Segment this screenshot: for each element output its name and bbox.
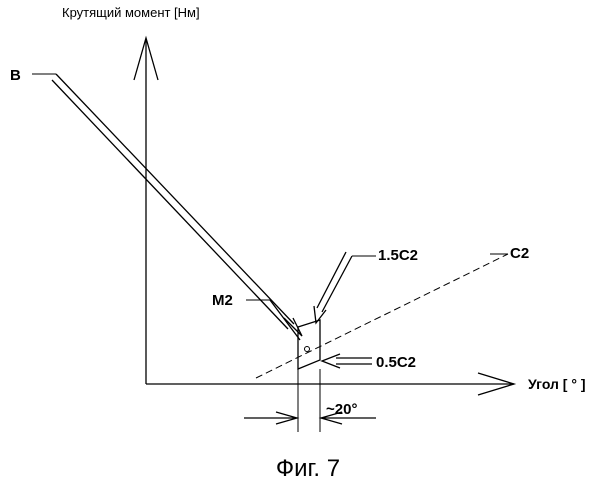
label-m2: M2 <box>212 292 233 309</box>
leader-1-5c2 <box>314 252 376 323</box>
m2-point <box>305 347 310 352</box>
label-angle-width: ~20° <box>326 401 357 418</box>
label-b: B <box>10 67 21 84</box>
leader-0-5c2-arrowhead <box>322 354 340 368</box>
x-axis <box>146 373 514 395</box>
label-c2: C2 <box>510 245 529 262</box>
leader-b <box>32 74 302 336</box>
label-0-5c2: 0.5C2 <box>376 354 416 371</box>
figure-caption: Фиг. 7 <box>276 455 340 482</box>
label-1-5c2: 1.5C2 <box>378 247 418 264</box>
leader-0-5c2 <box>322 354 372 368</box>
y-axis-label: Крутящий момент [Нм] <box>62 5 200 20</box>
tolerance-window <box>298 320 320 369</box>
x-axis-label: Угол [ ° ] <box>528 376 586 392</box>
leader-m2 <box>246 300 300 340</box>
y-axis <box>134 38 158 384</box>
